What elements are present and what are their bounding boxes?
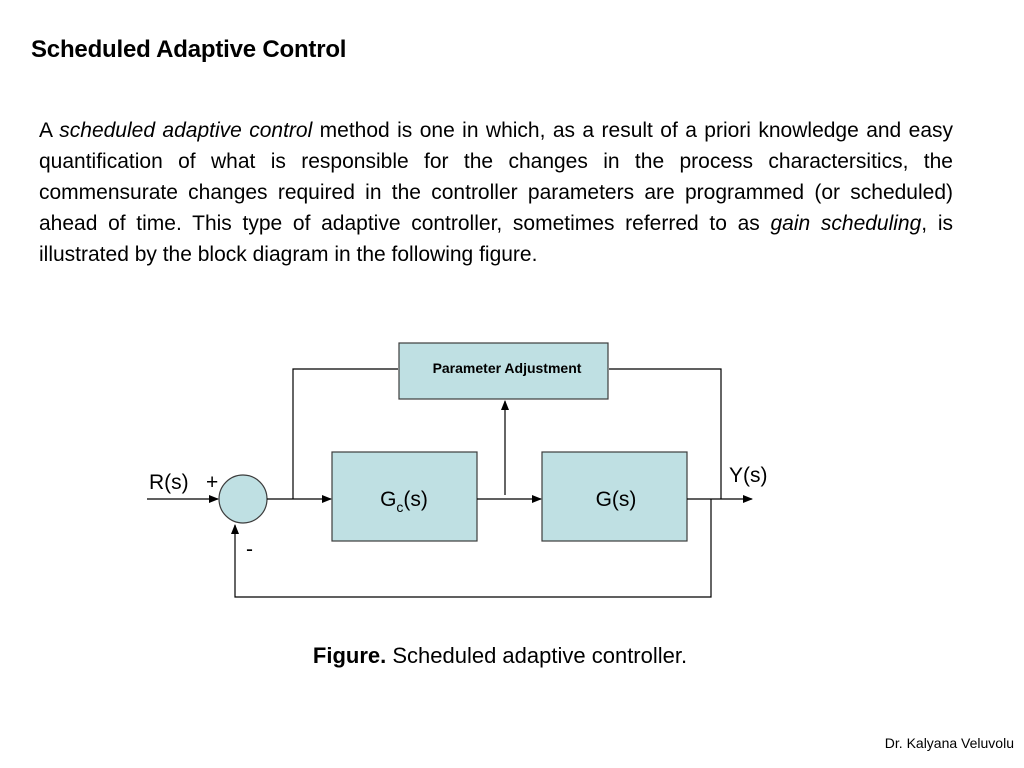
plus-sign: + <box>206 471 218 494</box>
output-to-parameter-line <box>609 368 722 499</box>
paragraph-text-3: , is illustrated by the block diagram in… <box>39 212 953 266</box>
paragraph-text-2: method is one in which, as a result of a… <box>39 119 954 235</box>
body-paragraph: A scheduled adaptive control method is o… <box>39 115 953 270</box>
controller-label: Gc(s) <box>380 488 428 515</box>
author-credit: Dr. Kalyana Veluvolu <box>884 735 1014 751</box>
figure-caption-label: Figure. <box>312 643 387 668</box>
slide-title: Scheduled Adaptive Control <box>31 36 347 63</box>
paragraph-text-1: A <box>39 119 60 142</box>
figure-caption-text: Scheduled adaptive controller. <box>386 643 688 668</box>
minus-sign: - <box>246 538 253 561</box>
summing-junction <box>218 474 268 524</box>
plant-block <box>541 451 688 542</box>
plant-label: G(s) <box>596 488 637 511</box>
figure-caption: Figure. Scheduled adaptive controller. <box>0 643 1000 669</box>
feedback-line <box>231 499 712 598</box>
term-scheduled-adaptive-control: scheduled adaptive control <box>59 119 313 142</box>
parameter-adjustment-block <box>398 342 609 400</box>
output-label: Y(s) <box>729 464 768 487</box>
error-to-parameter-line <box>292 368 398 499</box>
controller-block <box>331 451 478 542</box>
input-label: R(s) <box>149 471 189 494</box>
parameter-adjustment-label: Parameter Adjustment <box>433 360 582 376</box>
term-gain-scheduling: gain scheduling <box>770 212 922 235</box>
